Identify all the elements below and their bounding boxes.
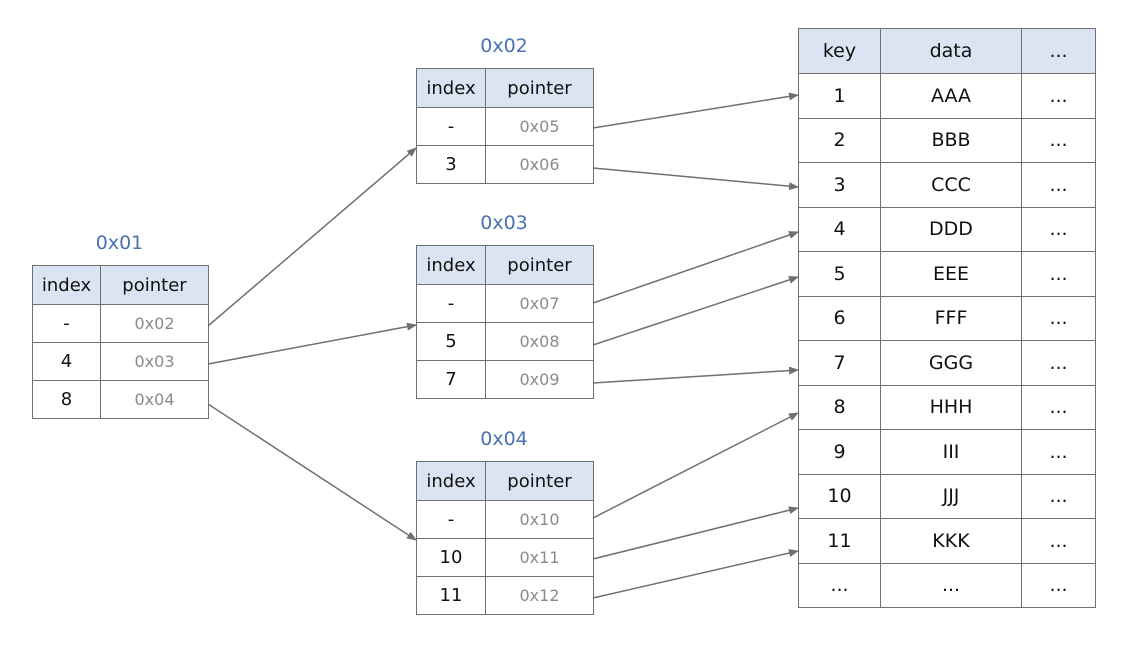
pointer-cell: 0x02 <box>100 304 209 343</box>
key-cell: 3 <box>798 162 881 208</box>
table-row: 4 0x03 <box>32 342 209 381</box>
index-cell: 3 <box>416 145 486 184</box>
node-title-0x02: 0x02 <box>480 35 528 57</box>
table-header-row: index pointer <box>32 265 209 305</box>
table-row: 10 0x11 <box>416 538 594 577</box>
index-node-0x02: index pointer - 0x05 3 0x06 <box>416 68 594 184</box>
index-node-0x04: index pointer - 0x10 10 0x11 11 0x12 <box>416 461 594 615</box>
table-header-row: index pointer <box>416 68 594 108</box>
node-title-0x03: 0x03 <box>480 212 528 234</box>
data-cell: GGG <box>880 340 1022 386</box>
pointer-cell: 0x04 <box>100 380 209 419</box>
node-title-0x01: 0x01 <box>95 232 144 254</box>
table-row: - 0x07 <box>416 284 594 323</box>
more-cell: ... <box>1021 162 1096 208</box>
key-cell: 5 <box>798 251 881 297</box>
more-cell: ... <box>1021 473 1096 519</box>
more-cell: ... <box>1021 429 1096 475</box>
column-header-pointer: pointer <box>485 245 594 285</box>
data-cell: DDD <box>880 206 1022 252</box>
table-row: 7 0x09 <box>416 360 594 399</box>
more-cell: ... <box>1021 73 1096 119</box>
arrow-0x09 <box>592 366 799 384</box>
table-row: ......... <box>798 562 1096 608</box>
column-header-pointer: pointer <box>485 461 594 501</box>
table-row: - 0x10 <box>416 500 594 539</box>
arrow-0x08 <box>592 276 799 346</box>
table-row: 8 0x04 <box>32 380 209 419</box>
key-cell: 1 <box>798 73 881 119</box>
data-cell: ... <box>880 562 1022 608</box>
key-cell: ... <box>798 562 881 608</box>
column-header-pointer: pointer <box>100 265 209 305</box>
column-header-index: index <box>416 461 486 501</box>
more-cell: ... <box>1021 562 1096 608</box>
pointer-cell: 0x08 <box>485 322 594 361</box>
data-cell: KKK <box>880 518 1022 564</box>
table-row: - 0x02 <box>32 304 209 343</box>
table-header-row: index pointer <box>416 245 594 285</box>
data-cell: III <box>880 429 1022 475</box>
column-header-index: index <box>416 245 486 285</box>
index-node-0x01: index pointer - 0x02 4 0x03 8 0x04 <box>32 265 209 419</box>
more-cell: ... <box>1021 295 1096 341</box>
arrow-0x05 <box>592 92 799 129</box>
data-cell: JJJ <box>880 473 1022 519</box>
arrow-0x11 <box>592 506 799 560</box>
pointer-cell: 0x10 <box>485 500 594 539</box>
more-cell: ... <box>1021 384 1096 430</box>
index-cell: - <box>416 284 486 323</box>
index-cell: 7 <box>416 360 486 399</box>
pointer-cell: 0x09 <box>485 360 594 399</box>
arrow-0x06 <box>592 167 799 191</box>
table-header-row: index pointer <box>416 461 594 501</box>
table-row: 5 0x08 <box>416 322 594 361</box>
arrow-0x02 <box>207 147 417 327</box>
key-cell: 11 <box>798 518 881 564</box>
index-cell: 4 <box>32 342 101 381</box>
arrow-0x03 <box>207 322 417 365</box>
pointer-cell: 0x12 <box>485 576 594 615</box>
column-header-index: index <box>416 68 486 108</box>
index-node-0x03: index pointer - 0x07 5 0x08 7 0x09 <box>416 245 594 399</box>
arrow-0x12 <box>592 549 799 599</box>
table-header-row: key data ... <box>798 28 1096 74</box>
key-cell: 10 <box>798 473 881 519</box>
key-cell: 7 <box>798 340 881 386</box>
pointer-cell: 0x03 <box>100 342 209 381</box>
column-header-data: data <box>880 28 1022 74</box>
column-header-key: key <box>798 28 881 74</box>
table-row: 3 0x06 <box>416 145 594 184</box>
key-cell: 6 <box>798 295 881 341</box>
key-cell: 9 <box>798 429 881 475</box>
node-title-0x04: 0x04 <box>480 428 528 450</box>
column-header-more: ... <box>1021 28 1096 74</box>
more-cell: ... <box>1021 340 1096 386</box>
index-cell: 8 <box>32 380 101 419</box>
pointer-cell: 0x06 <box>485 145 594 184</box>
arrow-0x04 <box>207 403 417 541</box>
more-cell: ... <box>1021 117 1096 163</box>
arrow-0x10 <box>592 412 799 519</box>
table-row: 11 0x12 <box>416 576 594 615</box>
column-header-pointer: pointer <box>485 68 594 108</box>
more-cell: ... <box>1021 518 1096 564</box>
pointer-cell: 0x07 <box>485 284 594 323</box>
pointer-cell: 0x11 <box>485 538 594 577</box>
arrow-0x07 <box>592 231 799 304</box>
more-cell: ... <box>1021 206 1096 252</box>
index-cell: 11 <box>416 576 486 615</box>
